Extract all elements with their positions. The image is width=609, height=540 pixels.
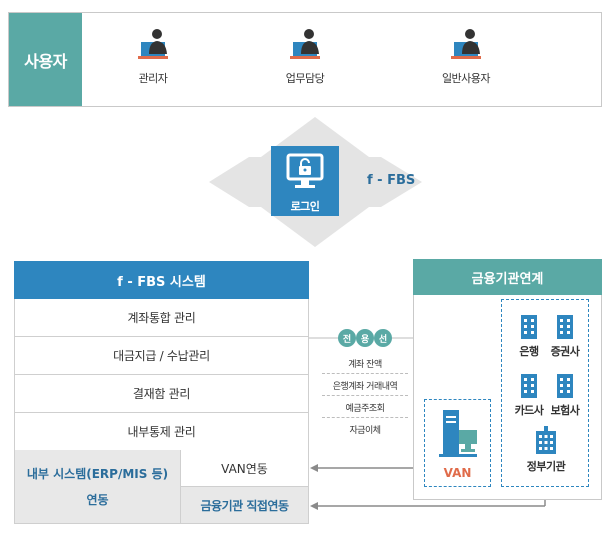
module-payment-collection: 대금지급 / 수납관리: [14, 337, 309, 375]
dedicated-line-badge: 전: [338, 329, 356, 347]
divider: [322, 395, 408, 396]
staff-user-icon: [290, 29, 320, 59]
service-account-holder: 예금주조회: [345, 404, 385, 414]
institution-label: 은행: [519, 345, 539, 358]
institution-card: 카드사: [506, 372, 552, 418]
lock-monitor-icon: [286, 153, 324, 188]
internal-system-link: 내부 시스템(ERP/MIS 등) 연동: [14, 450, 181, 524]
institution-government: 정부기관: [520, 426, 572, 474]
divider: [322, 417, 408, 418]
service-account-balance: 계좌 잔액: [348, 360, 382, 370]
securities-building-icon: [557, 315, 573, 339]
van-link: VAN연동: [181, 450, 309, 487]
government-building-icon: [536, 426, 556, 454]
institutions-group: [501, 299, 589, 487]
service-fund-transfer: 자금이체: [349, 426, 381, 436]
user-bar: 사용자: [8, 12, 602, 107]
insurance-building-icon: [557, 374, 573, 398]
institution-securities: 증권사: [542, 313, 588, 359]
institution-insurance: 보험사: [542, 372, 588, 418]
admin-user-icon: [138, 29, 168, 59]
internal-link-line1: 내부 시스템(ERP/MIS 등): [26, 466, 169, 481]
service-transactions: 은행계좌 거래내역: [332, 382, 398, 392]
user-title: 사용자: [24, 51, 67, 71]
system-header: f - FBS 시스템: [14, 261, 309, 299]
server-computer-icon: [439, 410, 477, 457]
institution-label: 카드사: [514, 404, 544, 417]
financial-header: 금융기관연계: [413, 259, 602, 295]
direct-link: 금융기관 직접연동: [181, 487, 309, 524]
divider: [322, 373, 408, 374]
user-label: 업무담당: [285, 72, 325, 85]
dedicated-line-badge: 용: [356, 329, 374, 347]
institution-label: 보험사: [550, 404, 580, 417]
module-approval-box: 결재함 관리: [14, 375, 309, 413]
user-label: 일반사용자: [441, 72, 491, 85]
card-company-building-icon: [521, 374, 537, 398]
user-item-general: 일반사용자: [426, 26, 506, 86]
bank-building-icon: [521, 315, 537, 339]
general-user-icon: [451, 29, 481, 59]
dedicated-line-badge: 선: [374, 329, 392, 347]
van-label: VAN: [443, 466, 472, 480]
user-label: 관리자: [138, 72, 168, 85]
institution-label: 정부기관: [526, 460, 566, 473]
user-item-staff: 업무담당: [265, 26, 345, 86]
institution-label: 증권사: [550, 345, 580, 358]
login-button[interactable]: 로그인: [271, 146, 339, 216]
module-account-integration: 계좌통합 관리: [14, 299, 309, 337]
user-item-admin: 관리자: [113, 26, 193, 86]
user-label-box: 사용자: [9, 13, 82, 106]
internal-link-line2: 연동: [86, 492, 109, 507]
institution-bank: 은행: [506, 313, 552, 359]
login-label: 로그인: [290, 200, 320, 213]
van-box: [424, 399, 491, 487]
fbs-tag: f - FBS: [367, 173, 416, 188]
